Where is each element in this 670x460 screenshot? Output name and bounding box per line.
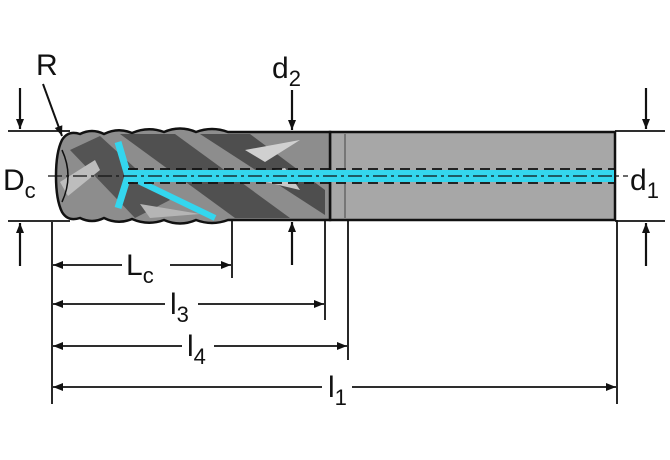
coolant-channel: [114, 141, 614, 221]
label-dc: Dc: [3, 164, 36, 203]
label-d1: d1: [630, 164, 659, 203]
flute-highlight-1: [245, 140, 300, 162]
label-l4: l4: [187, 330, 206, 369]
label-d2: d2: [272, 52, 301, 91]
label-lc: Lc: [126, 249, 154, 288]
r-leader-arrow: [42, 83, 63, 137]
label-r: R: [36, 49, 58, 82]
r-leader: [42, 83, 63, 137]
flute-highlight-4: [140, 204, 200, 218]
label-l1: l1: [328, 371, 347, 410]
flute-groove-2: [70, 136, 170, 218]
coolant-main: [128, 170, 614, 182]
label-l3: l3: [170, 288, 189, 327]
extension-lines: [8, 130, 665, 404]
flute-highlight-3: [60, 160, 100, 196]
coolant-diagonal: [126, 173, 217, 221]
